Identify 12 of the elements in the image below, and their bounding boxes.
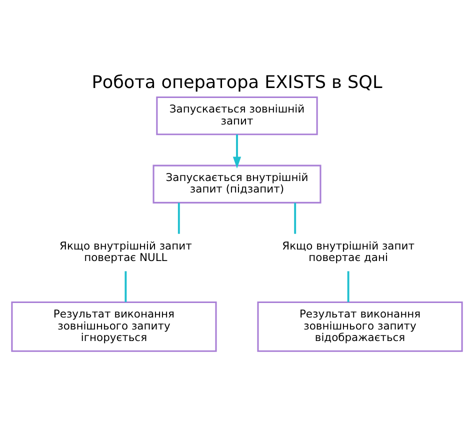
node-text: Якщо внутрішній запит повертає NULL [60,239,192,264]
node-box: Результат виконання зовнішнього запиту ігнорується [11,302,217,352]
connector [178,202,180,234]
connector [347,271,350,302]
node-box: Запускається зовнішній запит [156,96,318,136]
connector [124,271,127,302]
node-box: Запускається внутрішній запит (підзапит) [152,164,322,204]
node-box: Результат виконання зовнішнього запиту відображається [257,302,463,352]
node-text: Якщо внутрішній запит повертає дані [282,239,414,264]
arrow [232,134,242,168]
diagram-title: Робота оператора EXISTS в SQL [92,72,382,93]
connector [294,202,296,234]
